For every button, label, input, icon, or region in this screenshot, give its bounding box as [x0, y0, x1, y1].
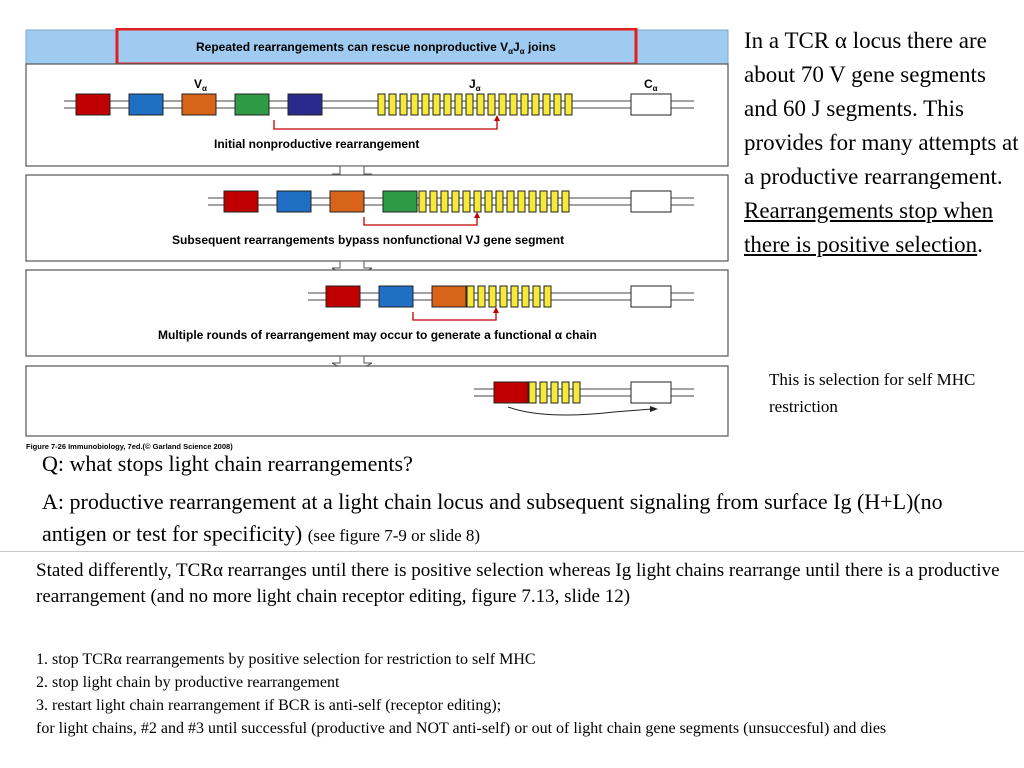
- j-segment: [520, 93, 529, 116]
- j-segments-row-1: [377, 93, 573, 116]
- j-segments-row-3: [466, 285, 552, 308]
- j-segment: [443, 93, 452, 116]
- j-segment: [561, 381, 570, 404]
- side-explanation-underlined: Rearrangements stop when there is positi…: [744, 198, 994, 257]
- side-explanation-end: .: [977, 232, 983, 257]
- j-segment: [432, 93, 441, 116]
- figure-title: Repeated rearrangements can rescue nonpr…: [196, 40, 556, 56]
- rearrangement-figure: Repeated rearrangements can rescue nonpr…: [25, 28, 729, 451]
- j-segment: [506, 190, 515, 213]
- j-segment: [429, 190, 438, 213]
- list-item: for light chains, #2 and #3 until succes…: [36, 720, 887, 737]
- j-segment: [377, 93, 386, 116]
- v-segment-navy: [287, 93, 323, 116]
- j-segment: [466, 285, 475, 308]
- v-segment-orange: [181, 93, 217, 116]
- j-segment: [521, 285, 530, 308]
- j-segment: [421, 93, 430, 116]
- j-segment: [517, 190, 526, 213]
- j-segment: [572, 381, 581, 404]
- answer-text: A: productive rearrangement at a light c…: [42, 489, 943, 546]
- caption-2: Subsequent rearrangements bypass nonfunc…: [172, 233, 564, 247]
- j-segment: [543, 285, 552, 308]
- panel-4: [25, 365, 729, 437]
- answer-reference: (see figure 7-9 or slide 8): [307, 526, 481, 545]
- j-segment: [550, 190, 559, 213]
- j-segment: [399, 93, 408, 116]
- j-segment: [465, 93, 474, 116]
- figure-source: Figure 7-26 Immunobiology, 7ed.(© Garlan…: [26, 442, 233, 451]
- j-segment: [564, 93, 573, 116]
- list-item: 1. stop TCRα rearrangements by positive …: [36, 651, 536, 668]
- figure-header: [25, 29, 729, 65]
- v-segment-blue: [128, 93, 164, 116]
- j-segments-row-4: [528, 381, 581, 404]
- answer: A: productive rearrangement at a light c…: [42, 486, 1002, 552]
- j-segment: [561, 190, 570, 213]
- side-explanation-text: In a TCR α locus there are about 70 V ge…: [744, 28, 1019, 189]
- label-v-alpha: Vα: [194, 77, 207, 93]
- j-segment: [484, 190, 493, 213]
- label-c-alpha: Cα: [644, 77, 658, 93]
- j-segment: [388, 93, 397, 116]
- j-segments-row-2: [418, 190, 570, 213]
- j-segment: [473, 190, 482, 213]
- j-segment: [495, 190, 504, 213]
- j-segment: [462, 190, 471, 213]
- j-segment: [418, 190, 427, 213]
- j-segment: [451, 190, 460, 213]
- gene-row-1: [64, 93, 694, 130]
- j-segment: [477, 285, 486, 308]
- side-explanation: In a TCR α locus there are about 70 V ge…: [744, 24, 1022, 262]
- j-segment: [440, 190, 449, 213]
- j-segment: [528, 190, 537, 213]
- stated-differently: Stated differently, TCRα rearranges unti…: [36, 560, 1000, 607]
- v-segment-green: [234, 93, 270, 116]
- gene-row-2: [208, 190, 694, 226]
- j-segment: [488, 285, 497, 308]
- side-note: This is selection for self MHC restricti…: [769, 370, 976, 416]
- j-segment: [509, 93, 518, 116]
- j-segment: [532, 285, 541, 308]
- panel-2: [25, 174, 729, 262]
- panel-3: [25, 269, 729, 357]
- j-segment: [454, 93, 463, 116]
- list-item: 3. restart light chain rearrangement if …: [36, 697, 502, 714]
- list-item: 2. stop light chain by productive rearra…: [36, 674, 340, 691]
- j-segment: [550, 381, 559, 404]
- j-segment: [531, 93, 540, 116]
- j-segment: [410, 93, 419, 116]
- divider: [0, 551, 1024, 552]
- j-segment: [528, 381, 537, 404]
- question: Q: what stops light chain rearrangements…: [42, 451, 413, 476]
- summary-list: 1. stop TCRα rearrangements by positive …: [36, 648, 1011, 740]
- j-segment: [510, 285, 519, 308]
- j-segment: [539, 190, 548, 213]
- c-segment: [630, 93, 672, 116]
- label-j-alpha: Jα: [469, 77, 481, 93]
- v-segment-red: [75, 93, 111, 116]
- gene-row-4: [474, 381, 694, 416]
- j-segment: [499, 285, 508, 308]
- j-segment: [553, 93, 562, 116]
- caption-3: Multiple rounds of rearrangement may occ…: [158, 328, 597, 342]
- j-segment: [539, 381, 548, 404]
- j-segment: [542, 93, 551, 116]
- gene-row-3: [308, 285, 694, 321]
- j-segment: [476, 93, 485, 116]
- j-segment: [487, 93, 496, 116]
- j-segment: [498, 93, 507, 116]
- caption-1: Initial nonproductive rearrangement: [214, 137, 419, 151]
